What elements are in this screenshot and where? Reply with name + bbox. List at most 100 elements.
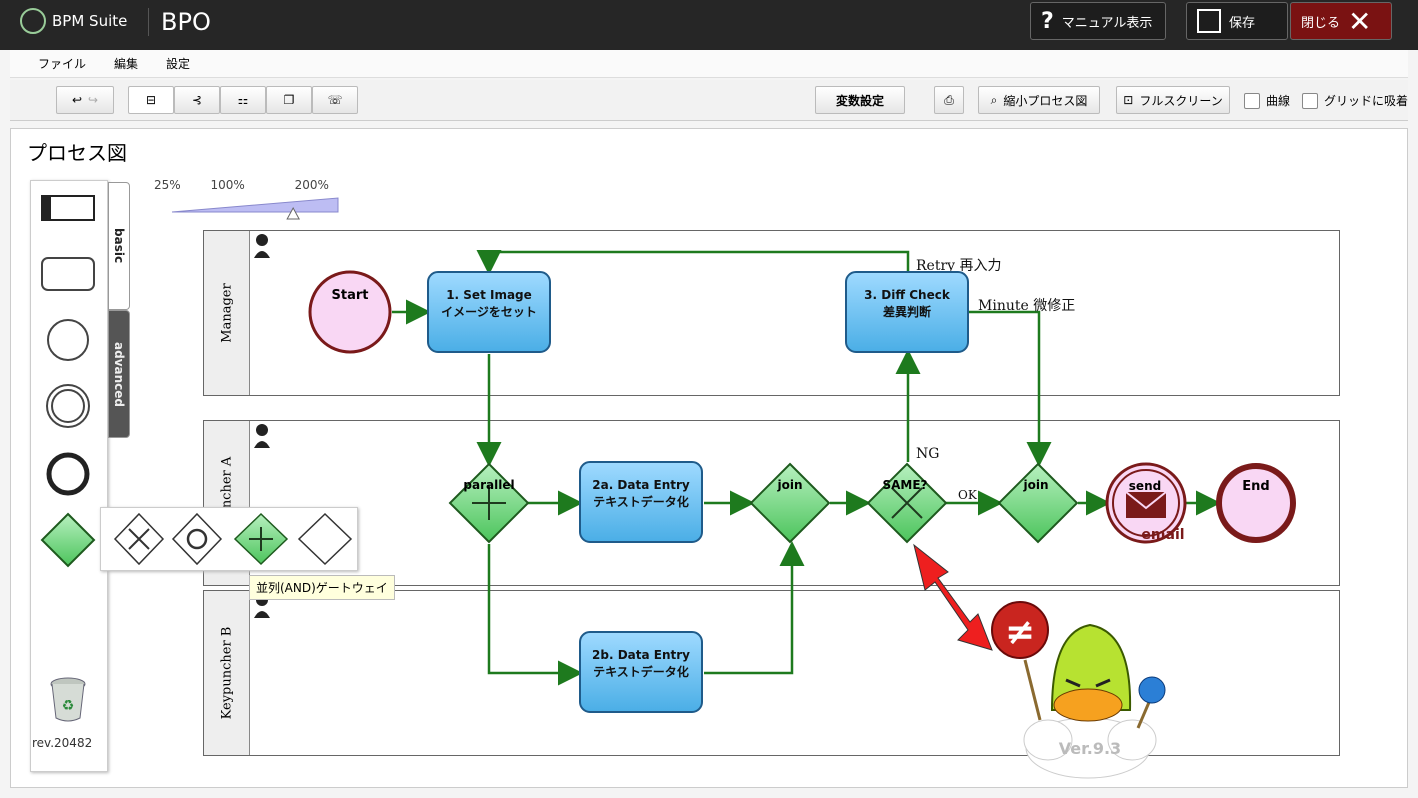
print-button[interactable]: ⎙ (934, 86, 964, 114)
cloud-icon (1023, 717, 1157, 779)
help-icon: ? (1041, 8, 1054, 34)
zoom-thumb[interactable] (286, 206, 300, 220)
task-title: 3. Diff Check (864, 288, 951, 302)
task-data-entry-a[interactable]: 2a. Data Entry テキストデータ化 (579, 461, 703, 543)
send-label: send (1129, 479, 1161, 493)
lane-label: Manager (204, 231, 250, 395)
tab-chat[interactable]: ☏ (312, 86, 358, 114)
gateway-label: parallel (463, 478, 514, 492)
start-event-item[interactable] (47, 319, 89, 361)
task-subtitle: テキストデータ化 (593, 494, 689, 509)
flow-minute[interactable] (968, 310, 1052, 467)
fullscreen-label: フルスクリーン (1139, 93, 1223, 108)
tab-basic[interactable]: basic (108, 182, 130, 310)
tab-copy[interactable]: ❐ (266, 86, 312, 114)
person-icon (254, 424, 270, 448)
task-subtitle: テキストデータ化 (593, 664, 689, 679)
svg-text:♻: ♻ (62, 698, 75, 714)
fullscreen-button[interactable]: ⊡ フルスクリーン (1116, 86, 1230, 114)
branch-icon: ⊰ (191, 93, 203, 107)
snap-label: グリッドに吸着 (1324, 94, 1409, 108)
inclusive-gateway-option[interactable] (171, 512, 223, 566)
same-gateway[interactable]: SAME? (866, 462, 948, 544)
manual-label: マニュアル表示 (1061, 15, 1153, 31)
exclusive-x-icon (891, 487, 923, 519)
save-icon (1197, 9, 1221, 33)
curve-checkbox[interactable] (1244, 92, 1260, 109)
menu-edit[interactable]: 編集 (114, 57, 139, 71)
mascot-beak (1053, 688, 1123, 722)
mascot-body (1050, 623, 1132, 711)
flow-parallel-2b[interactable] (487, 544, 583, 686)
parallel-gateway-option[interactable] (233, 512, 289, 566)
person-icon (254, 234, 270, 258)
zoom-slider[interactable] (171, 197, 339, 220)
exclusive-gateway-option[interactable] (113, 512, 165, 566)
snap-checkbox[interactable] (1302, 92, 1318, 109)
undo-icon[interactable]: ↩ (71, 93, 82, 107)
task-set-image[interactable]: 1. Set Image イメージをセット (427, 271, 551, 353)
end-event[interactable]: End (1216, 463, 1296, 543)
gateway-item[interactable] (40, 512, 96, 568)
gateway-label: join (1022, 478, 1048, 492)
zoom-control[interactable]: 25% 100% 200% (154, 178, 329, 192)
top-bar: BPM Suite BPO ? マニュアル表示 保存 閉じる ✕ (0, 0, 1418, 50)
manual-button[interactable]: ? マニュアル表示 (1030, 2, 1166, 40)
intermediate-event-item[interactable] (46, 384, 90, 428)
undo-redo-group: ↩ ↪ (56, 86, 114, 114)
menu-settings[interactable]: 設定 (166, 57, 191, 71)
mini-process-button[interactable]: ⌕ 縮小プロセス図 (978, 86, 1100, 114)
menu-bar: ファイル 編集 設定 (10, 50, 1408, 78)
end-event-item[interactable] (46, 452, 90, 496)
snap-toggle[interactable]: グリッドに吸着 (1302, 92, 1408, 109)
variables-button[interactable]: 変数設定 (815, 86, 905, 114)
task-subtitle: 差異判断 (882, 304, 931, 319)
task-title: 1. Set Image (446, 288, 532, 302)
version-label: Ver.9.3 (1059, 739, 1121, 758)
join-gateway-1[interactable]: join (749, 462, 831, 544)
tab-advanced[interactable]: advanced (108, 310, 130, 438)
red-pointer-arrow (913, 543, 993, 651)
task-diff-check[interactable]: 3. Diff Check 差異判断 (845, 271, 969, 353)
copy-icon: ❐ (283, 93, 295, 107)
plus-icon (472, 486, 506, 520)
task-title: 2a. Data Entry (592, 478, 690, 492)
zoom-out-icon: ⌕ (990, 92, 998, 107)
lane-shape-item[interactable] (41, 195, 95, 221)
close-button[interactable]: 閉じる ✕ (1290, 2, 1392, 40)
close-icon: ✕ (1348, 4, 1372, 38)
not-equal-sign (991, 601, 1049, 659)
tab-flow[interactable]: ⊰ (174, 86, 220, 114)
parallel-gateway[interactable]: parallel (448, 462, 530, 544)
email-label: email (1141, 527, 1184, 543)
gateway-tooltip: 並列(AND)ゲートウェイ (249, 575, 395, 600)
zoom-min-label: 25% (154, 178, 181, 192)
tab-process-view[interactable]: ⊟ (128, 86, 174, 114)
flow-2b-join[interactable] (704, 541, 805, 675)
chat-icon: ☏ (327, 93, 343, 107)
print-icon: ⎙ (944, 92, 954, 107)
revision-label: rev.20482 (32, 736, 93, 750)
tab-nodes[interactable]: ⚏ (220, 86, 266, 114)
close-label: 閉じる (1301, 15, 1341, 31)
trash-icon[interactable]: ♻ (48, 676, 88, 726)
curve-toggle[interactable]: 曲線 (1244, 92, 1290, 109)
redo-icon[interactable]: ↪ (88, 93, 99, 107)
task-title: 2b. Data Entry (592, 648, 690, 662)
menu-file[interactable]: ファイル (38, 57, 87, 71)
flow-retry[interactable] (476, 250, 910, 275)
start-event[interactable]: Start (308, 270, 392, 354)
save-button[interactable]: 保存 (1186, 2, 1288, 40)
diagram-icon: ⊟ (145, 93, 157, 107)
mini-process-label: 縮小プロセス図 (1003, 93, 1088, 108)
task-shape-item[interactable] (41, 257, 95, 291)
nodes-icon: ⚏ (237, 93, 249, 107)
task-data-entry-b[interactable]: 2b. Data Entry テキストデータ化 (579, 631, 703, 713)
join-gateway-2[interactable]: join (997, 462, 1079, 544)
blank-gateway-option[interactable] (297, 512, 353, 566)
mail-icon (1125, 491, 1167, 518)
curve-label: 曲線 (1266, 94, 1291, 108)
equal-sign (1138, 676, 1166, 704)
send-email-event[interactable]: send email (1105, 462, 1187, 544)
edge-label-retry: Retry 再入力 (916, 258, 1002, 274)
